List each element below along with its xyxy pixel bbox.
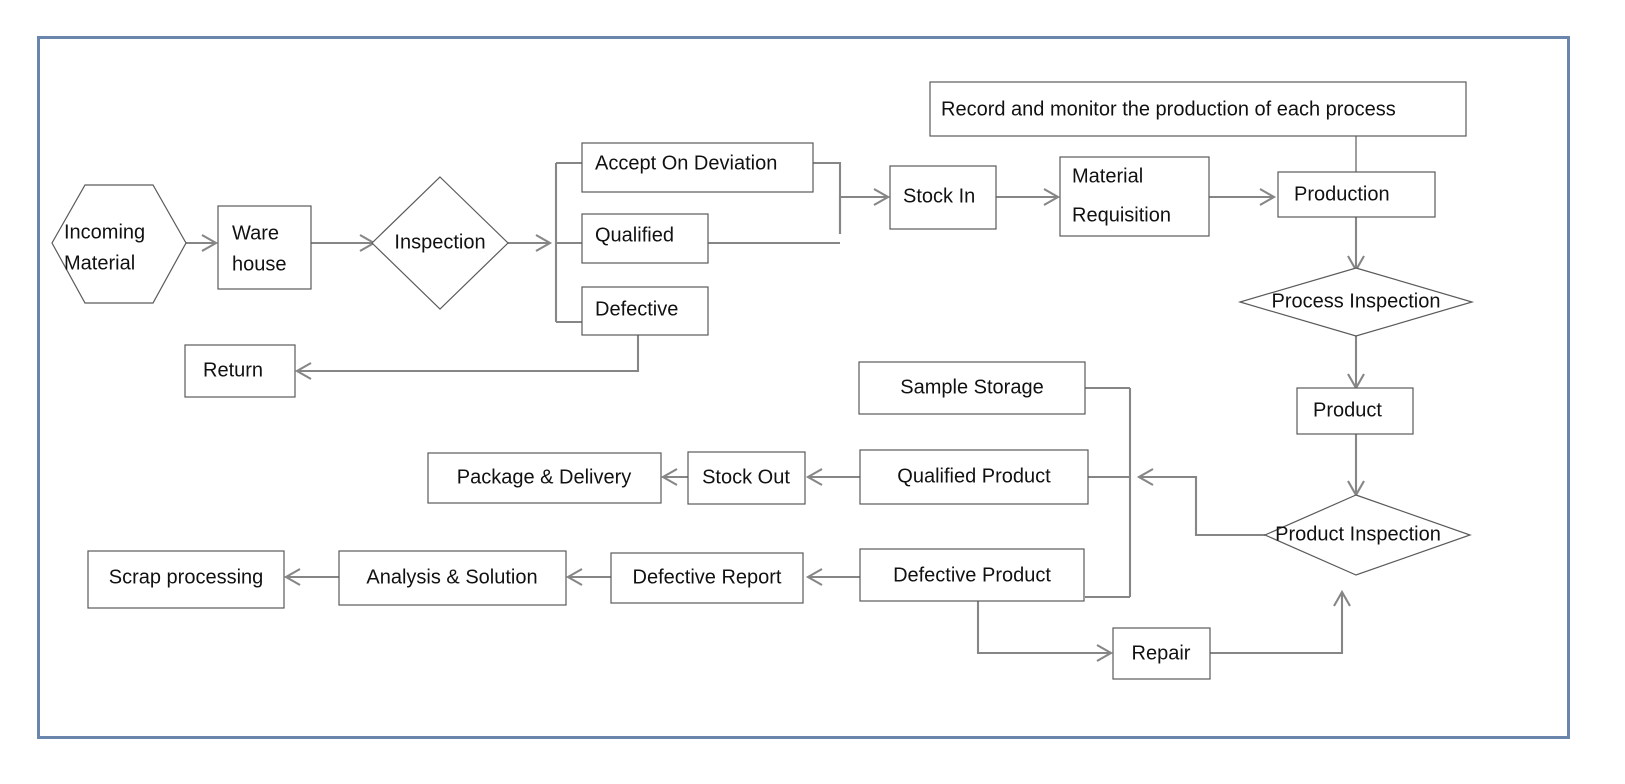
node-product-label: Product bbox=[1313, 399, 1382, 421]
node-incoming-material-label-line2: Material bbox=[64, 252, 135, 274]
connector-stockin-to-requisition bbox=[996, 188, 1061, 206]
node-material-requisition-label-line2: Requisition bbox=[1072, 204, 1171, 226]
node-warehouse-label-line1: Ware bbox=[232, 222, 279, 244]
connector-product-to-product-inspection bbox=[1347, 434, 1365, 498]
node-inspection[interactable]: Inspection bbox=[371, 176, 509, 310]
node-repair[interactable]: Repair bbox=[1112, 627, 1211, 680]
node-material-requisition-label-line1: Material bbox=[1072, 165, 1143, 187]
connector-branch-bracket bbox=[554, 161, 582, 324]
node-accept-on-deviation-label: Accept On Deviation bbox=[595, 152, 777, 174]
node-stock-in-label: Stock In bbox=[903, 185, 975, 207]
connector-defective-product-to-report bbox=[805, 568, 860, 586]
node-qualified[interactable]: Qualified bbox=[581, 213, 709, 264]
node-material-requisition[interactable]: Material Requisition bbox=[1059, 156, 1210, 237]
node-repair-label: Repair bbox=[1132, 642, 1191, 664]
connector-repair-to-product-inspection bbox=[1210, 589, 1351, 655]
connector-qualified-product-to-stockout bbox=[805, 468, 860, 486]
node-qualified-label: Qualified bbox=[595, 224, 674, 246]
node-accept-on-deviation[interactable]: Accept On Deviation bbox=[581, 142, 814, 193]
connector-production-to-process-inspection bbox=[1347, 217, 1365, 273]
connector-qualified-to-stockin bbox=[708, 188, 891, 245]
node-qualified-product[interactable]: Qualified Product bbox=[859, 449, 1089, 505]
connector-defective-product-to-repair bbox=[976, 601, 1114, 662]
node-package-delivery-label: Package & Delivery bbox=[457, 466, 632, 488]
connector-requisition-to-production bbox=[1209, 188, 1277, 206]
node-stock-out[interactable]: Stock Out bbox=[687, 451, 806, 505]
node-incoming-material[interactable]: Incoming Material bbox=[51, 184, 187, 304]
node-defective-report-label: Defective Report bbox=[633, 566, 782, 588]
connector-results-bracket bbox=[1085, 386, 1132, 599]
node-inspection-label: Inspection bbox=[394, 231, 485, 253]
node-return-label: Return bbox=[203, 359, 263, 381]
node-defective-product-label: Defective Product bbox=[893, 564, 1051, 586]
connector-analysis-to-scrap bbox=[283, 568, 339, 586]
node-stock-out-label: Stock Out bbox=[702, 466, 790, 488]
node-incoming-material-label-line1: Incoming bbox=[64, 221, 145, 243]
node-package-delivery[interactable]: Package & Delivery bbox=[427, 452, 662, 504]
connector-report-to-analysis bbox=[565, 568, 611, 586]
connector-incoming-to-warehouse bbox=[186, 234, 219, 252]
connector-warehouse-to-inspection bbox=[311, 234, 377, 252]
connector-process-inspection-to-product bbox=[1347, 336, 1365, 391]
connector-product-inspection-to-results bbox=[1136, 468, 1265, 537]
node-product[interactable]: Product bbox=[1296, 387, 1414, 435]
node-scrap-processing[interactable]: Scrap processing bbox=[87, 550, 285, 609]
node-defective[interactable]: Defective bbox=[581, 286, 709, 336]
node-product-inspection[interactable]: Product Inspection bbox=[1263, 494, 1472, 576]
node-production-label: Production bbox=[1294, 183, 1390, 205]
node-scrap-processing-label: Scrap processing bbox=[109, 566, 264, 588]
node-warehouse[interactable]: Ware house bbox=[217, 205, 312, 290]
node-production[interactable]: Production bbox=[1277, 171, 1436, 218]
node-qualified-product-label: Qualified Product bbox=[897, 465, 1051, 487]
node-record-note-label: Record and monitor the production of eac… bbox=[941, 98, 1396, 120]
node-sample-storage[interactable]: Sample Storage bbox=[858, 361, 1086, 415]
node-warehouse-label-line2: house bbox=[232, 253, 287, 275]
node-product-inspection-label: Product Inspection bbox=[1275, 523, 1441, 545]
node-analysis-solution[interactable]: Analysis & Solution bbox=[338, 550, 567, 606]
connector-stockout-to-package bbox=[660, 468, 688, 486]
node-stock-in[interactable]: Stock In bbox=[889, 165, 997, 230]
node-record-note[interactable]: Record and monitor the production of eac… bbox=[929, 81, 1467, 137]
node-defective-report[interactable]: Defective Report bbox=[610, 552, 804, 604]
connector-defective-to-return bbox=[294, 335, 640, 380]
node-process-inspection-label: Process Inspection bbox=[1272, 290, 1441, 312]
node-sample-storage-label: Sample Storage bbox=[900, 376, 1043, 398]
node-process-inspection[interactable]: Process Inspection bbox=[1237, 267, 1475, 337]
connector-accept-to-stockin bbox=[813, 161, 842, 234]
connector-inspection-to-branch bbox=[508, 234, 553, 252]
node-return[interactable]: Return bbox=[184, 344, 296, 398]
node-analysis-solution-label: Analysis & Solution bbox=[366, 566, 537, 588]
node-defective-label: Defective bbox=[595, 298, 678, 320]
node-defective-product[interactable]: Defective Product bbox=[859, 548, 1085, 602]
